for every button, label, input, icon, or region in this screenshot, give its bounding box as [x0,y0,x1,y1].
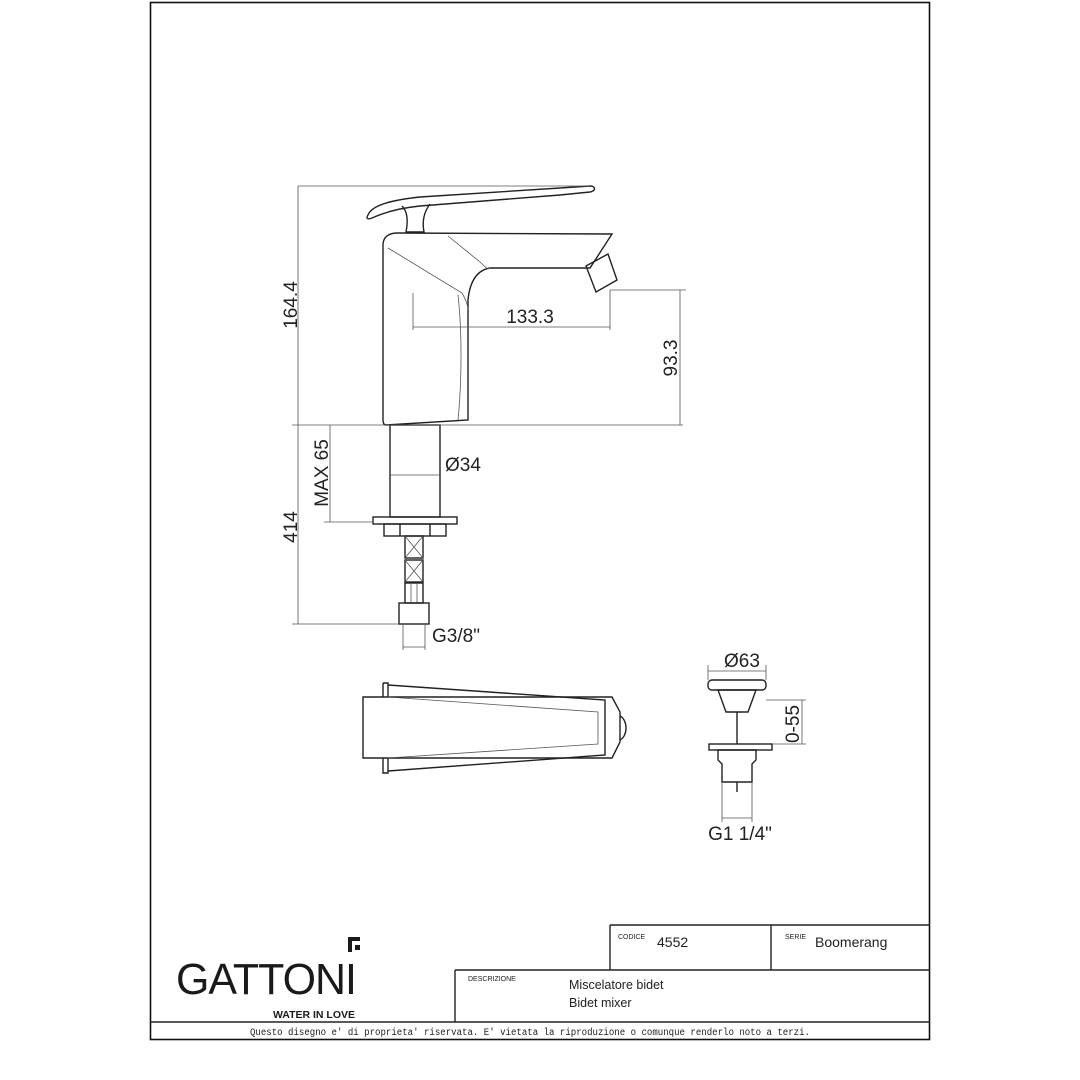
faucet-top-view [362,682,627,774]
brand-tagline: WATER IN LOVE [273,1009,355,1021]
dim-total-height: 164.4 [281,281,302,329]
dim-waste-thread: G1 1/4" [708,824,772,845]
dim-hose-length: 414 [281,511,302,543]
dim-inlet-thread: G3/8" [432,626,480,647]
dim-waste-diameter: Ø63 [724,651,760,672]
codice-label: CODICE [618,934,646,941]
description-italian: Miscelatore bidet [569,978,664,992]
dim-spout-height: 93.3 [661,340,682,377]
drawing-frame [149,1,931,1041]
descrizione-label: DESCRIZIONE [468,976,516,983]
dim-waste-range: 0-55 [783,705,804,743]
gattoni-logo [348,937,360,952]
title-block [150,924,930,1023]
dim-max-deck: MAX 65 [312,439,333,507]
brand-name: GATTONI [176,955,356,1004]
serie-value: Boomerang [815,934,887,950]
dimension-lines [292,185,686,650]
dim-body-diameter: Ø34 [445,455,481,476]
footer-notice: Questo disegno e' di proprieta' riservat… [250,1027,810,1039]
serie-label: SERIE [785,934,806,941]
description-english: Bidet mixer [569,996,632,1010]
pop-up-waste [707,665,806,822]
faucet-side-view [366,185,618,625]
dim-spout-reach: 133.3 [506,307,554,328]
codice-value: 4552 [657,934,688,950]
